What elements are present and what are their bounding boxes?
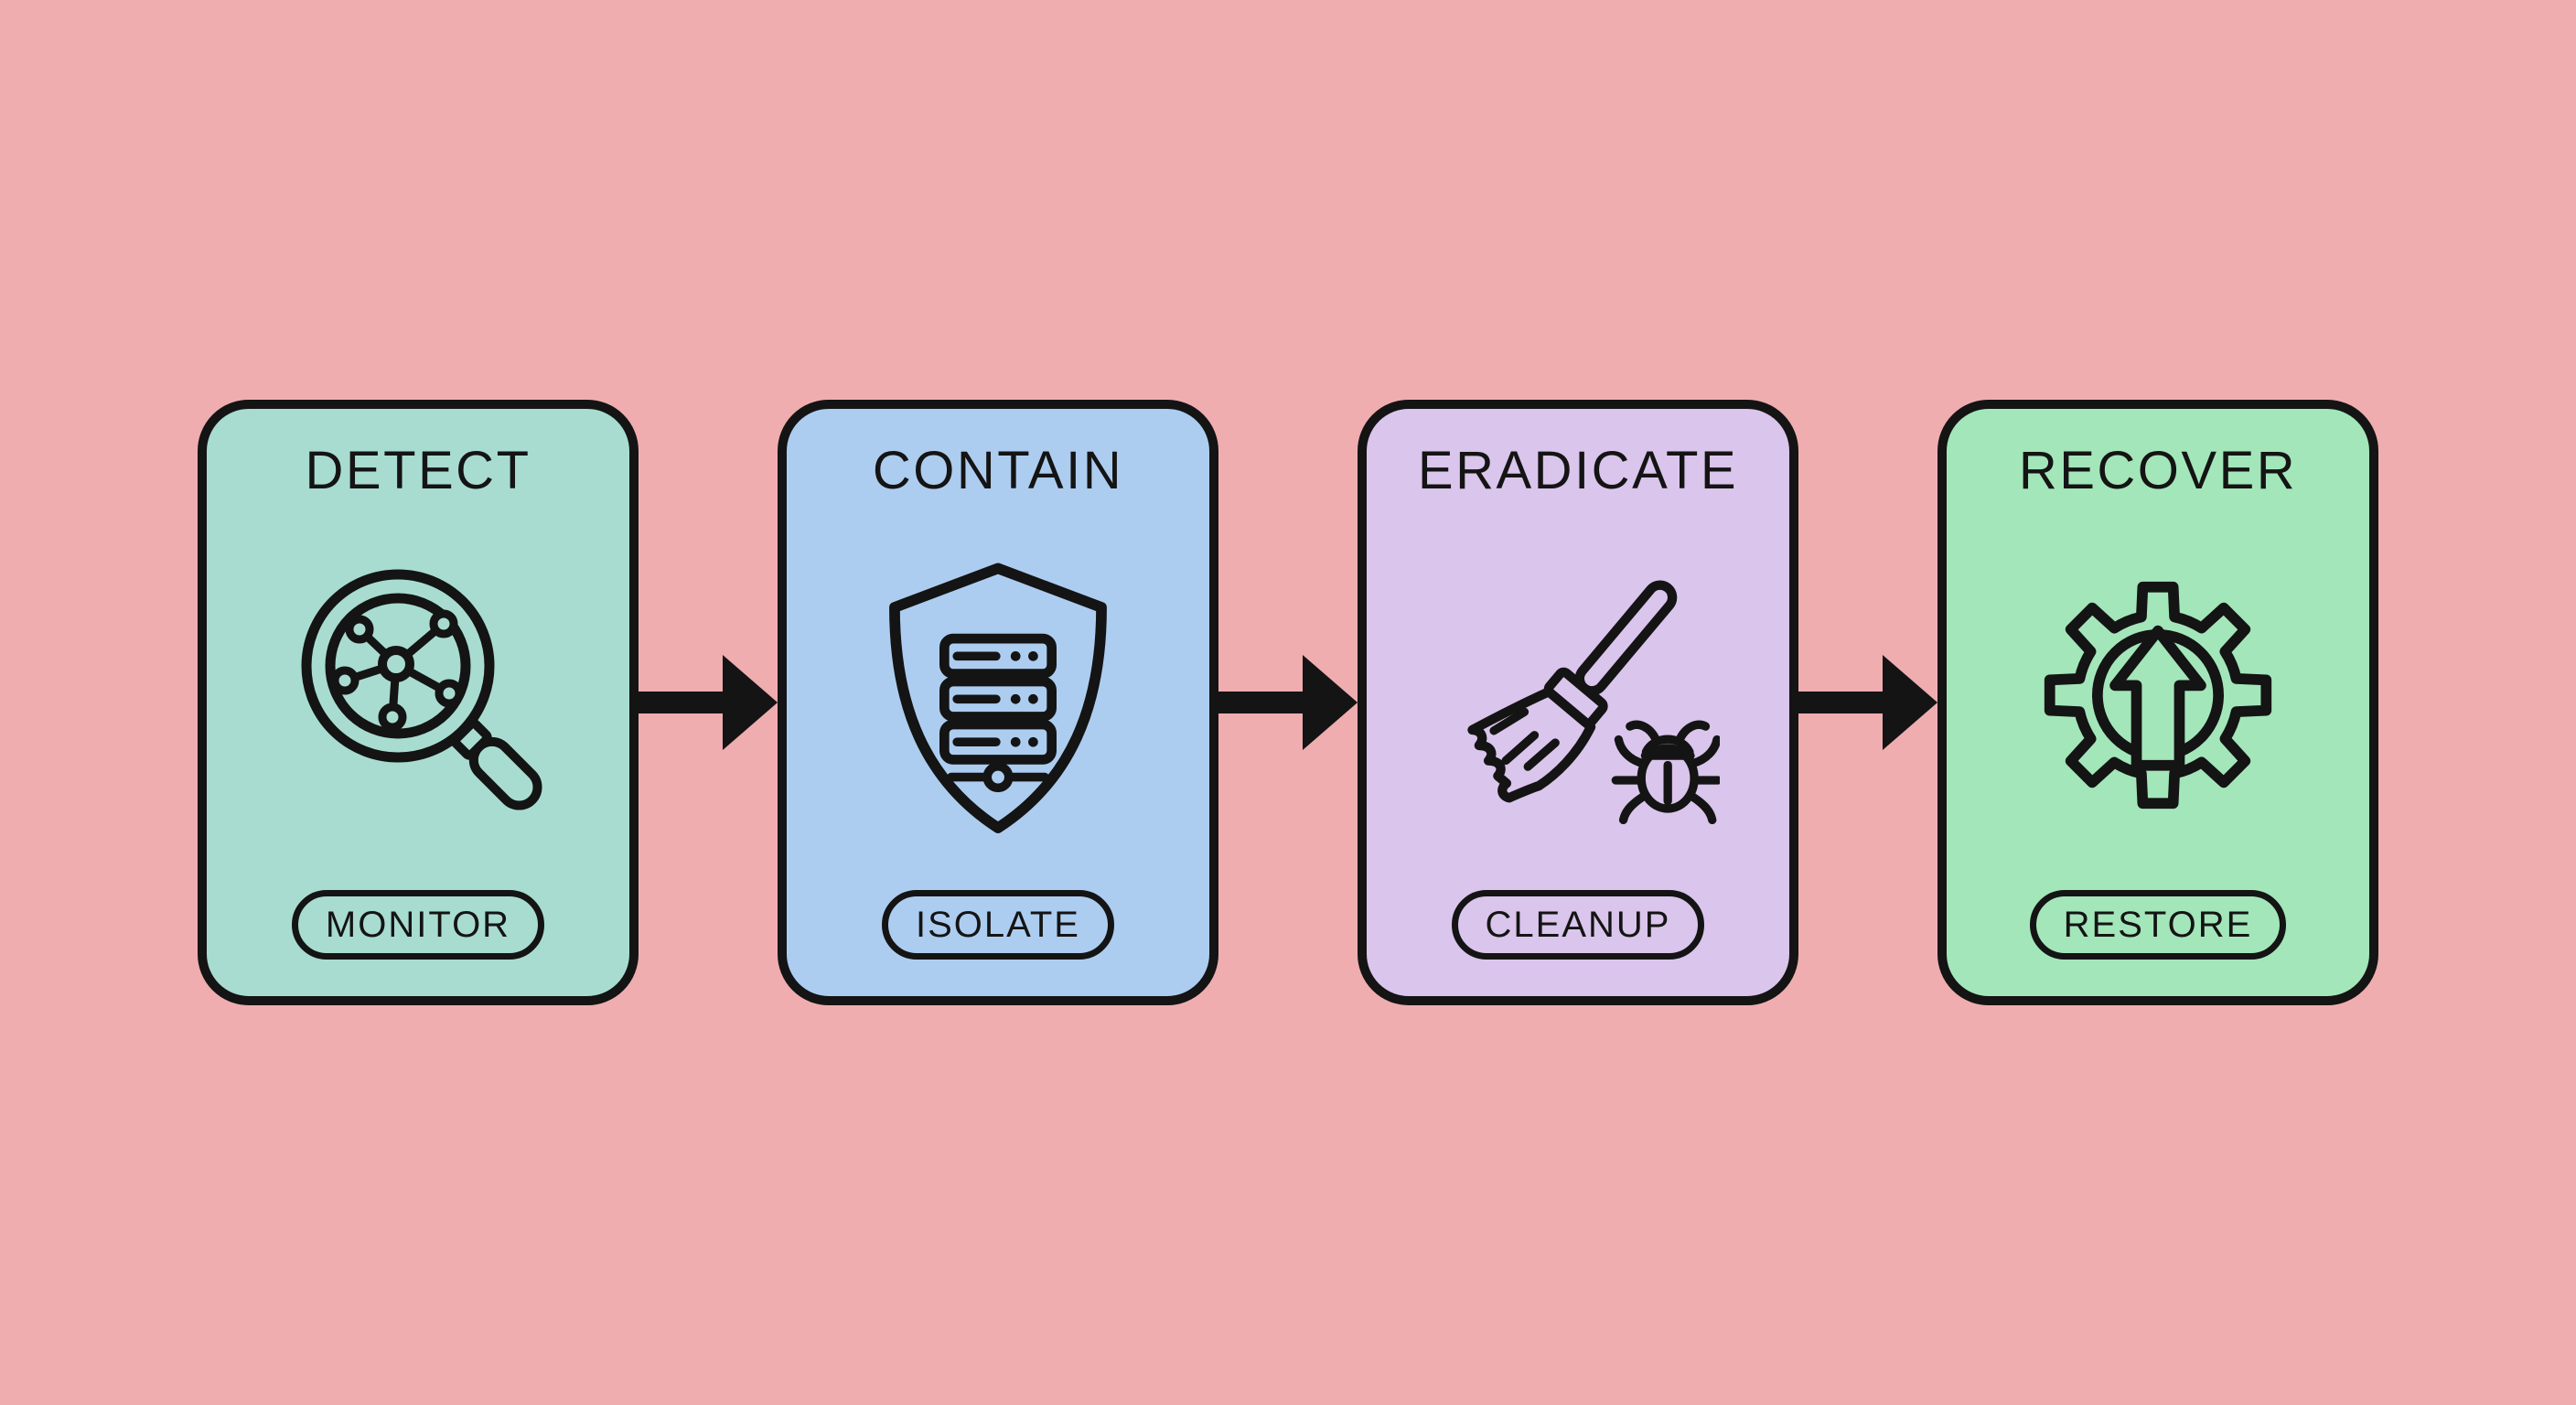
step-title-contain: CONTAIN [872, 441, 1124, 500]
flow-arrow-icon [1218, 655, 1358, 750]
step-badge-monitor: MONITOR [291, 889, 545, 960]
step-badge-cleanup: CLEANUP [1451, 889, 1705, 960]
step-title-detect: DETECT [305, 441, 531, 500]
broom-bug-icon [1436, 544, 1720, 846]
step-card-eradicate: ERADICATE [1358, 400, 1798, 1005]
step-card-detect: DETECT [198, 400, 639, 1005]
step-title-eradicate: ERADICATE [1417, 441, 1739, 500]
step-title-recover: RECOVER [2018, 441, 2298, 500]
flow-arrow-icon [1798, 655, 1937, 750]
step-badge-restore: RESTORE [2029, 889, 2287, 960]
flow-arrow-icon [639, 655, 778, 750]
gear-up-arrow-icon [2012, 544, 2304, 846]
step-card-recover: RECOVER RESTORE [1937, 400, 2378, 1005]
step-card-contain: CONTAIN ISOLATE [778, 400, 1218, 1005]
step-badge-isolate: ISOLATE [882, 889, 1114, 960]
magnifier-network-icon [281, 544, 555, 846]
shield-server-icon [852, 544, 1144, 846]
